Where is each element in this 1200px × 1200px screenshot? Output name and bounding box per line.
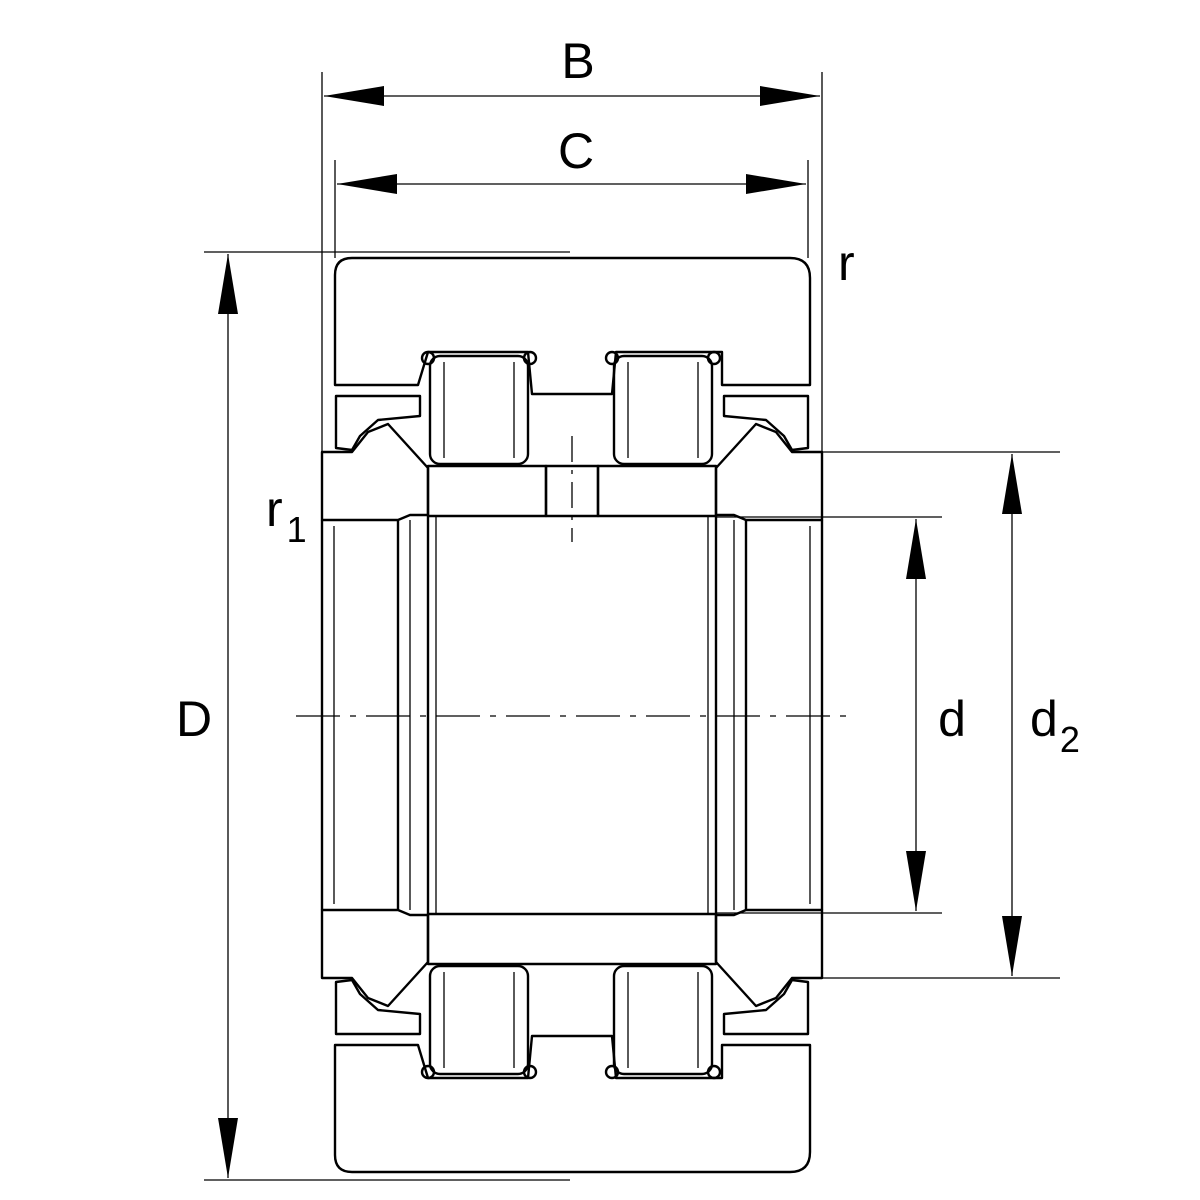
outer-ring-top-section — [333, 256, 812, 396]
label-D: D — [176, 691, 212, 747]
inner-ring-top-left — [426, 464, 548, 518]
roller-bottom-right — [604, 964, 722, 1080]
inner-ring-top-right — [596, 464, 718, 518]
seals — [334, 394, 810, 1036]
side-ring-top-right — [714, 422, 824, 522]
roller-top-left — [420, 350, 538, 466]
roller-bottom-left — [420, 964, 538, 1080]
seal-top-left — [334, 394, 422, 452]
label-d: d — [938, 691, 966, 747]
dimension-lines — [218, 86, 1022, 1178]
seal-top-right — [722, 394, 810, 452]
extension-lines — [204, 72, 1060, 1181]
label-B: B — [561, 33, 594, 89]
seal-bottom-right — [722, 978, 810, 1036]
side-ring-bottom-right — [714, 908, 824, 1008]
seal-bottom-left — [334, 978, 422, 1036]
outer-ring — [333, 256, 812, 1174]
inner-ring-bottom — [426, 912, 718, 966]
bore-outline — [320, 516, 824, 914]
side-ring-top-left — [320, 422, 430, 522]
side-ring-bottom-left — [320, 908, 430, 1008]
rollers — [420, 350, 722, 1080]
roller-top-right — [604, 350, 722, 466]
label-d2: d2 — [1030, 691, 1080, 760]
label-C: C — [558, 123, 594, 179]
outer-ring-bottom-section — [333, 1034, 812, 1174]
label-r: r — [838, 235, 855, 291]
center-lines — [296, 436, 848, 717]
